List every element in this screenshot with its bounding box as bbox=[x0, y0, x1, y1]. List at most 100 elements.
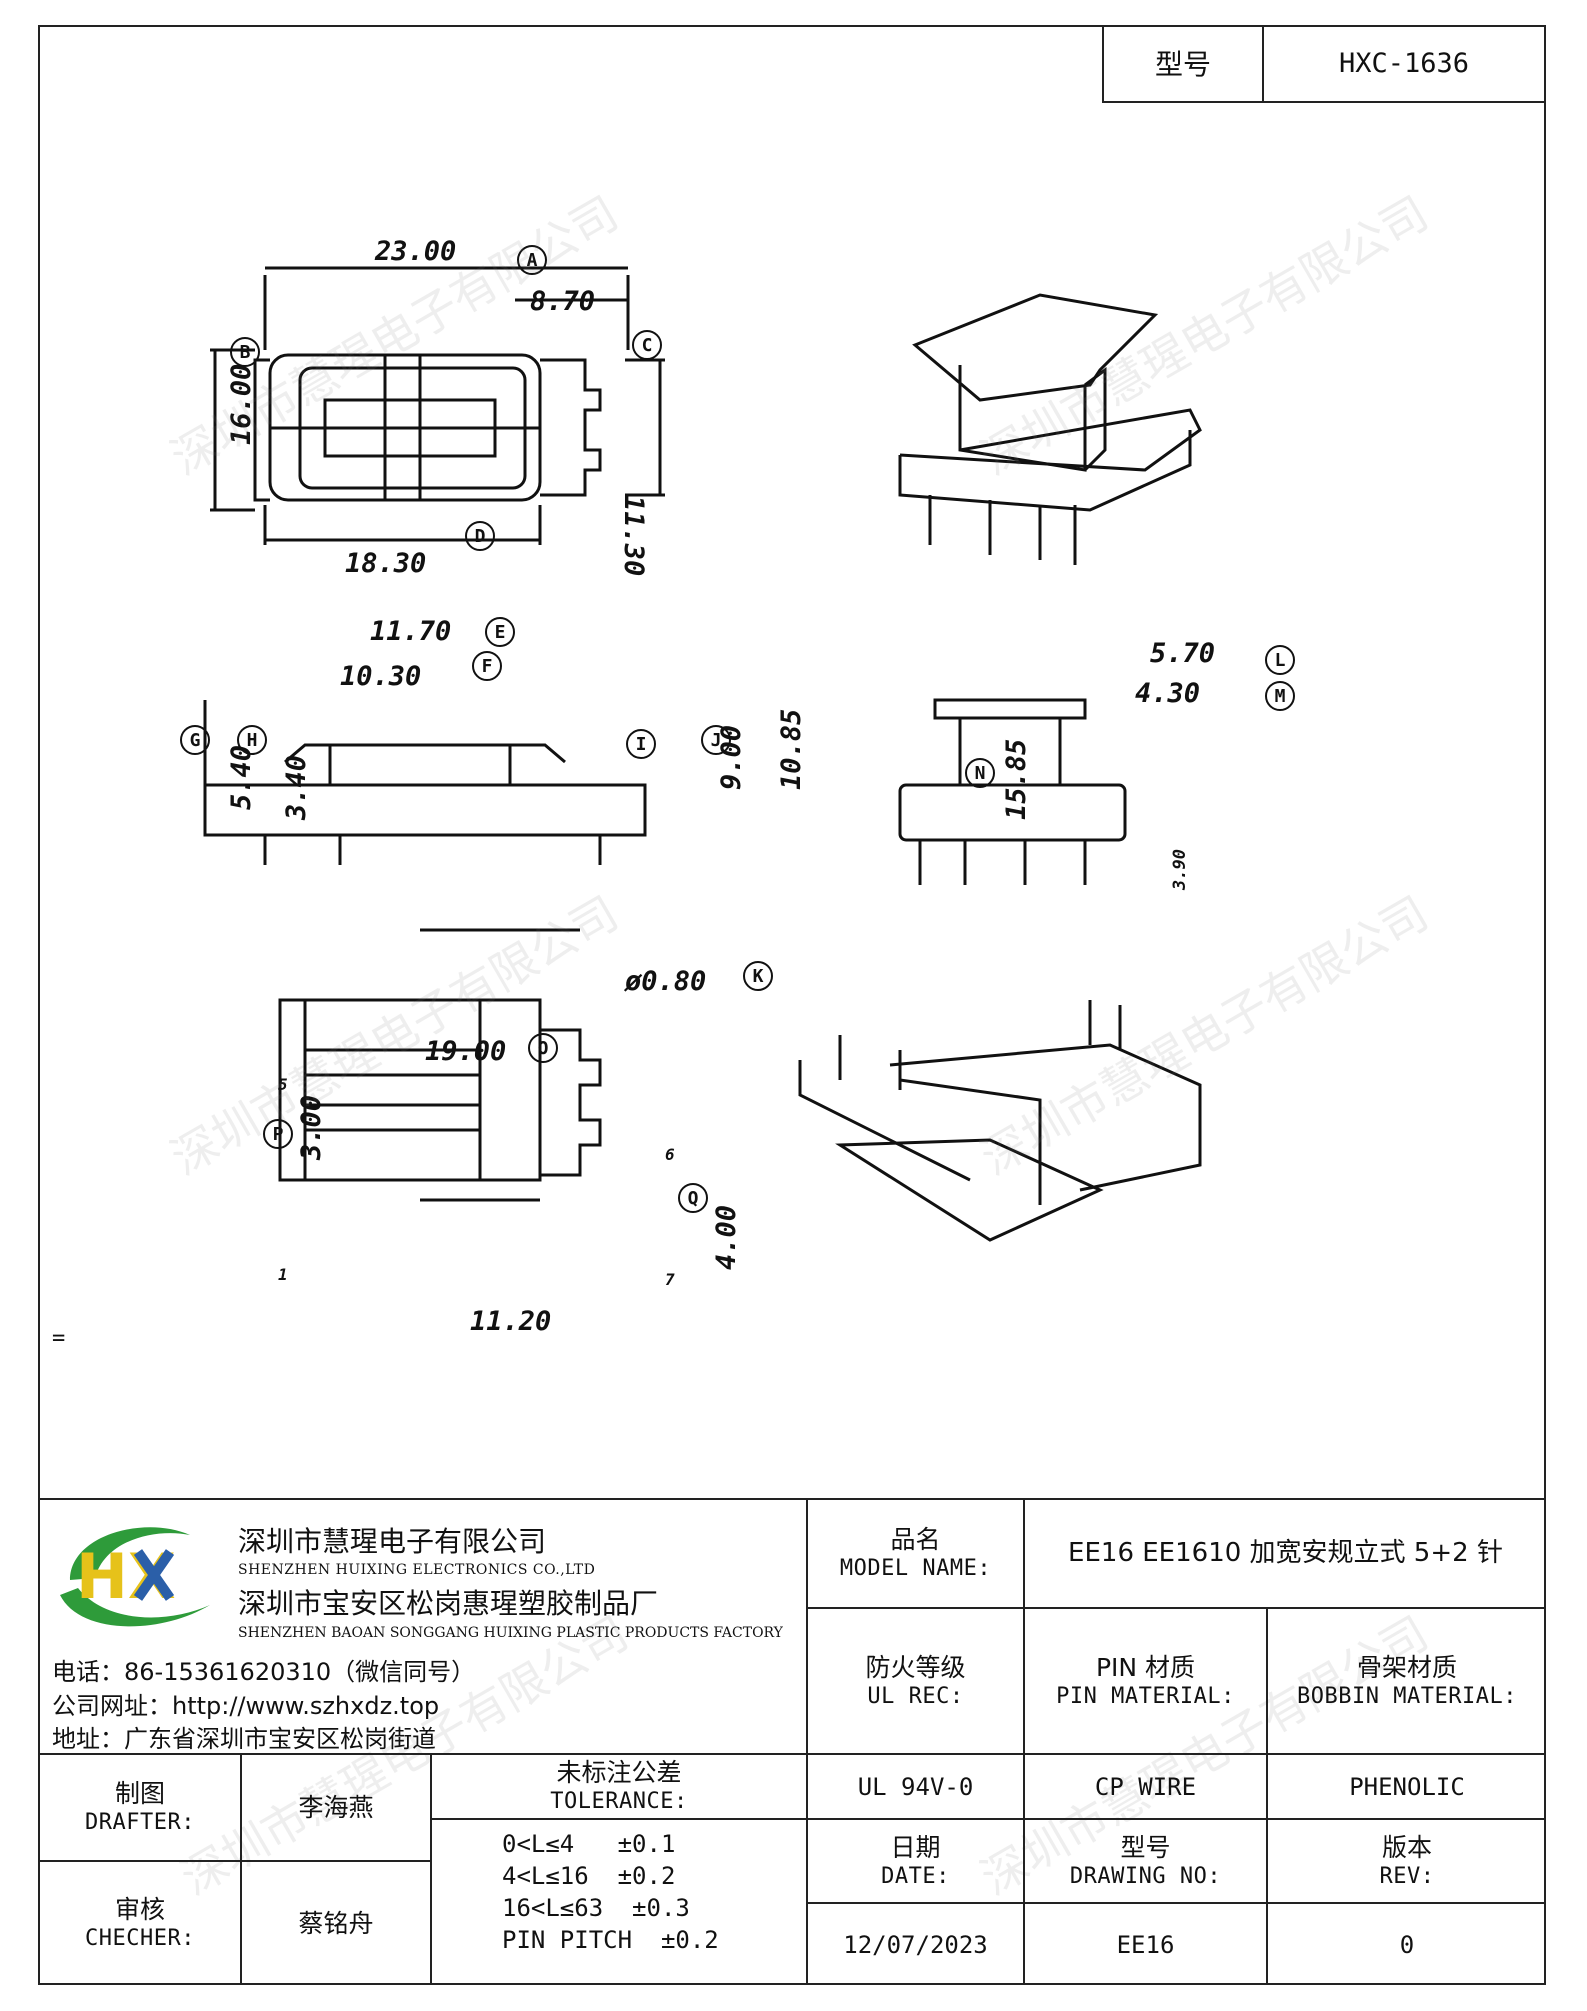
drawing-no-value: EE16 bbox=[1116, 1930, 1175, 1959]
dim-pin: 3.90 bbox=[1170, 849, 1190, 891]
letter-n: N bbox=[975, 763, 986, 784]
titleblock-divider bbox=[1023, 1498, 1025, 1985]
bobbin-cn: 骨架材质 bbox=[1356, 1652, 1457, 1682]
pin-label-1: 1 bbox=[278, 1265, 288, 1284]
letter-f: F bbox=[482, 656, 493, 677]
dim-o: 19.00 bbox=[425, 1036, 506, 1067]
tolerance-line: 16<L≤63 ±0.3 bbox=[502, 1894, 690, 1922]
tolerance-header: 未标注公差 TOLERANCE: bbox=[432, 1755, 806, 1818]
iso-view-bottom bbox=[798, 1000, 1202, 1242]
letter-g: G bbox=[190, 730, 201, 751]
logo-x-mark bbox=[133, 1549, 175, 1601]
company-address: 地址：广东省深圳市宝安区松岗街道 bbox=[52, 1725, 436, 1753]
titleblock-divider bbox=[430, 1818, 806, 1820]
circled-letters bbox=[180, 245, 1295, 1213]
stray-mark: = bbox=[52, 1326, 65, 1351]
titleblock-divider bbox=[806, 1818, 1546, 1820]
rev-en: REV: bbox=[1379, 1863, 1435, 1889]
dim-e: 11.70 bbox=[370, 616, 451, 647]
date-cn: 日期 bbox=[890, 1832, 941, 1862]
letter-e: E bbox=[495, 622, 506, 643]
pin-label-6: 6 bbox=[665, 1145, 675, 1164]
model-name-header: 品名 MODEL NAME: bbox=[808, 1500, 1023, 1607]
circled-letter-text: A B C D E F G H I J K L M N O P Q bbox=[190, 250, 1286, 1209]
letter-o: O bbox=[538, 1038, 549, 1059]
titleblock-divider bbox=[1266, 1607, 1268, 1985]
drawing-cn: 型号 bbox=[1120, 1832, 1171, 1862]
pin-material-header: PIN 材质 PIN MATERIAL: bbox=[1025, 1609, 1266, 1753]
letter-d: D bbox=[475, 526, 486, 547]
tolerance-en: TOLERANCE: bbox=[550, 1789, 688, 1815]
letter-i: I bbox=[636, 734, 647, 755]
tolerance-line: PIN PITCH ±0.2 bbox=[502, 1926, 719, 1954]
letter-j: J bbox=[711, 730, 722, 751]
titleblock-divider bbox=[806, 1607, 1546, 1609]
ul-cn: 防火等级 bbox=[865, 1652, 966, 1682]
dim-c: 8.70 bbox=[530, 286, 595, 317]
titleblock-divider bbox=[806, 1498, 808, 1985]
dim-b: 16.00 bbox=[226, 364, 257, 445]
rev-cn: 版本 bbox=[1381, 1832, 1432, 1862]
company-name-en: SHENZHEN HUIXING ELECTRONICS CO.,LTD bbox=[238, 1562, 596, 1578]
drawing-en: DRAWING NO: bbox=[1069, 1863, 1222, 1889]
dim-a: 23.00 bbox=[374, 236, 456, 267]
dim-f: 10.30 bbox=[340, 661, 421, 692]
titleblock-divider bbox=[38, 1753, 1546, 1755]
logo-swoosh-bottom bbox=[60, 1588, 210, 1627]
letter-h: H bbox=[247, 730, 258, 751]
pin-label-7: 7 bbox=[665, 1270, 675, 1289]
bobbin-material-header: 骨架材质 BOBBIN MATERIAL: bbox=[1268, 1609, 1546, 1753]
dim-l: 5.70 bbox=[1150, 638, 1215, 669]
date-header: 日期 DATE: bbox=[808, 1820, 1023, 1902]
model-name-cn: 品名 bbox=[890, 1525, 941, 1555]
model-label: 型号 bbox=[1154, 47, 1211, 81]
tolerance-cn: 未标注公差 bbox=[556, 1758, 682, 1788]
letter-p: P bbox=[273, 1124, 284, 1145]
drawing-no-header: 型号 DRAWING NO: bbox=[1025, 1820, 1266, 1902]
titleblock-top-border bbox=[38, 1498, 1546, 1500]
date-value: 12/07/2023 bbox=[843, 1930, 988, 1959]
dim-g: 5.40 bbox=[226, 745, 257, 810]
checker-cn: 审核 bbox=[114, 1895, 165, 1925]
dim-h: 3.40 bbox=[281, 755, 312, 821]
bobbin-value: PHENOLIC bbox=[1349, 1772, 1465, 1801]
model-name-value: EE16 EE1610 加宽安规立式 5+2 针 bbox=[1068, 1538, 1503, 1569]
factory-name-en: SHENZHEN BAOAN SONGGANG HUIXING PLASTIC … bbox=[238, 1625, 783, 1641]
end-view bbox=[898, 698, 1127, 885]
header-divider bbox=[1102, 25, 1104, 103]
dim-height: 11.30 bbox=[618, 495, 649, 576]
dim-k: ø0.80 bbox=[623, 966, 706, 997]
titleblock-divider bbox=[806, 1902, 1546, 1904]
letter-c: C bbox=[642, 335, 653, 356]
pin-cn: PIN 材质 bbox=[1095, 1652, 1196, 1682]
dim-i: 9.00 bbox=[716, 725, 747, 790]
titleblock-divider bbox=[240, 1753, 242, 1985]
pin-value: CP WIRE bbox=[1094, 1772, 1197, 1801]
rev-header: 版本 REV: bbox=[1268, 1820, 1546, 1902]
company-logo: HX bbox=[60, 1527, 210, 1627]
company-name-cn: 深圳市慧瑆电子有限公司 bbox=[238, 1525, 547, 1558]
bobbin-en: BOBBIN MATERIAL: bbox=[1297, 1683, 1517, 1709]
titleblock-divider bbox=[38, 1860, 430, 1862]
model-name-en: MODEL NAME: bbox=[839, 1556, 992, 1582]
drafter-value: 李海燕 bbox=[298, 1792, 374, 1822]
model-value: HXC-1636 bbox=[1338, 48, 1470, 80]
dimension-labels: 23.00 8.70 11.30 16.00 18.30 11.70 10.30… bbox=[226, 236, 1215, 1337]
drafter-en: DRAFTER: bbox=[85, 1810, 195, 1836]
bottom-view bbox=[278, 928, 602, 1202]
drafter-header: 制图 DRAFTER: bbox=[40, 1755, 240, 1860]
checker-value: 蔡铭舟 bbox=[298, 1908, 374, 1938]
letter-b: B bbox=[240, 342, 251, 363]
drawing-frame bbox=[38, 25, 1546, 1985]
ul-value: UL 94V-0 bbox=[857, 1772, 974, 1801]
letter-k: K bbox=[753, 966, 764, 987]
company-website: 公司网址：http://www.szhxdz.top bbox=[52, 1692, 440, 1720]
dim-p: 3.00 bbox=[296, 1095, 327, 1161]
technical-drawing: 23.00 8.70 11.30 16.00 18.30 11.70 10.30… bbox=[52, 236, 1295, 1351]
dim-n: 15.85 bbox=[1001, 739, 1032, 820]
factory-name-cn: 深圳市宝安区松岗惠瑆塑胶制品厂 bbox=[238, 1587, 659, 1620]
checker-header: 审核 CHECHER: bbox=[40, 1862, 240, 1985]
pin-en: PIN MATERIAL: bbox=[1056, 1683, 1235, 1709]
dim-j: 10.85 bbox=[776, 709, 807, 790]
tolerance-line: 0<L≤4 ±0.1 bbox=[502, 1830, 676, 1858]
